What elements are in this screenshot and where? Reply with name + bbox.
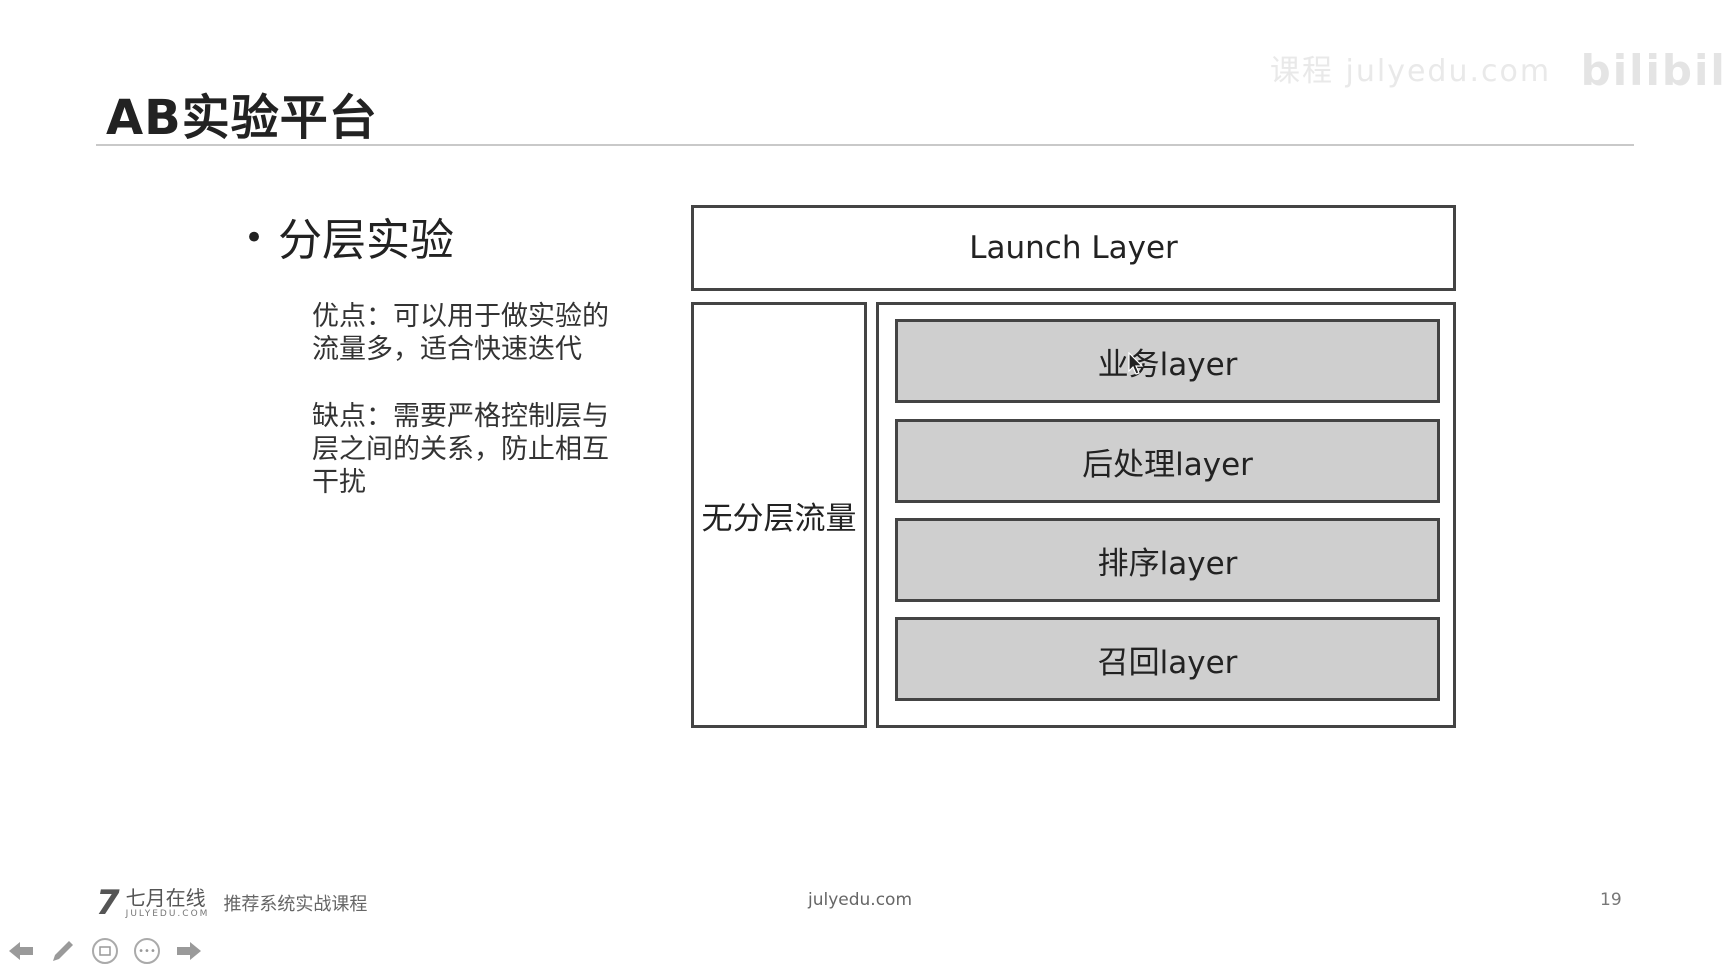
footer-site: julyedu.com [808, 890, 913, 910]
bullet-item: • 分层实验 [244, 204, 454, 268]
presentation-toolbar: ••• [6, 936, 204, 966]
mouse-cursor-icon [1128, 352, 1144, 375]
footer-logo: 7 七月在线 JULYEDU.COM 推荐系统实战课程 [96, 883, 367, 923]
page-number: 19 [1600, 890, 1622, 910]
arrow-left-icon[interactable] [6, 936, 36, 966]
layer-label: 业务layer [1097, 346, 1238, 383]
launch-layer-label: Launch Layer [969, 230, 1178, 266]
julyedu-logo-icon: 7 [96, 883, 120, 923]
logo-en: JULYEDU.COM [125, 908, 210, 919]
arrow-right-icon[interactable] [174, 936, 204, 966]
watermark: 课程 julyedu.com bilibili [1270, 46, 1728, 95]
pen-icon[interactable] [48, 936, 78, 966]
layer-ranking: 排序layer [895, 518, 1440, 602]
more-circle: ••• [134, 938, 160, 964]
layer-label: 召回layer [1097, 644, 1238, 681]
no-layer-traffic-label: 无分层流量 [701, 500, 857, 537]
bullet-dot-icon: • [244, 218, 265, 258]
pros-text: 优点：可以用于做实验的流量多，适合快速迭代 [312, 301, 609, 365]
layers-frame: 业务layer 后处理layer 排序layer 召回layer [876, 302, 1456, 728]
layer-postprocess: 后处理layer [895, 419, 1440, 503]
layer-recall: 召回layer [895, 617, 1440, 701]
more-icon[interactable]: ••• [132, 936, 162, 966]
cons-text: 缺点：需要严格控制层与层之间的关系，防止相互干扰 [312, 401, 609, 498]
title-divider [96, 144, 1634, 146]
slide-title: AB实验平台 [106, 90, 378, 146]
slides-icon[interactable] [90, 936, 120, 966]
layer-label: 后处理layer [1082, 446, 1253, 483]
launch-layer-box: Launch Layer [691, 205, 1456, 291]
no-layer-traffic-box: 无分层流量 [691, 302, 867, 728]
bullet-text: 分层实验 [278, 215, 455, 266]
course-name: 推荐系统实战课程 [223, 894, 368, 915]
watermark-text: 课程 julyedu.com [1270, 54, 1552, 89]
layer-label: 排序layer [1097, 545, 1238, 582]
logo-cn: 七月在线 [125, 885, 206, 910]
slides-circle [92, 938, 118, 964]
logo-text: 七月在线 JULYEDU.COM [126, 888, 210, 919]
bilibili-logo: bilibili [1580, 46, 1728, 95]
layer-business: 业务layer [895, 319, 1440, 403]
